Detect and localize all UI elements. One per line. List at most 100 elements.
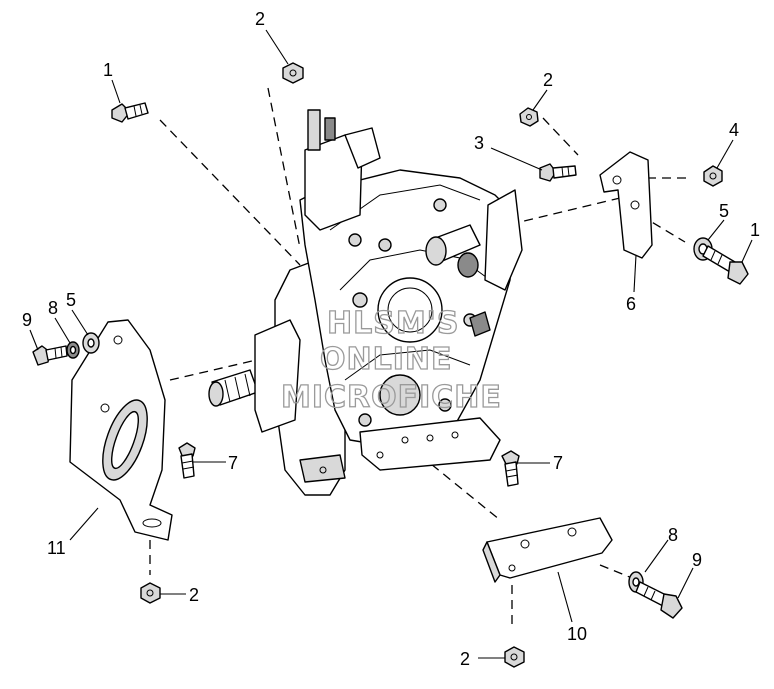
- callout-8-left: 8: [48, 298, 58, 318]
- bottom-hole-2: [426, 434, 434, 442]
- input-shaft-face: [208, 381, 224, 407]
- watermark: HLSM'S ONLINE MICROFICHE: [280, 305, 502, 415]
- callout-7-right: 7: [553, 453, 563, 473]
- leader-8-right: [644, 539, 669, 573]
- bolt-7-left: [178, 442, 196, 479]
- bottom-bracket: [359, 417, 501, 471]
- bolt-1-left: [111, 102, 149, 123]
- lower-cover: [379, 374, 421, 416]
- leader-9-left: [29, 329, 39, 351]
- right-mount-tab: [484, 189, 523, 291]
- bracket-11: [69, 319, 173, 541]
- callout-2-right: 2: [543, 70, 553, 90]
- bracket-10-plate: [486, 517, 613, 579]
- callout-1-right: 1: [750, 220, 760, 240]
- bolt-7-right: [501, 450, 520, 487]
- output-shaft-face: [425, 236, 447, 266]
- boss-2: [378, 238, 392, 252]
- watermark-line-2: ONLINE: [320, 342, 453, 377]
- bracket-10-edge: [482, 541, 501, 583]
- leader-11: [69, 507, 99, 541]
- sensor-plug: [324, 117, 336, 141]
- leader-3: [490, 147, 543, 171]
- callout-7-left: 7: [228, 453, 238, 473]
- foot-hole: [319, 466, 327, 474]
- callout-11: 11: [47, 538, 66, 558]
- spline-1: [224, 379, 231, 403]
- nut-2-top: [282, 62, 304, 84]
- align-nut-2-right: [542, 117, 579, 156]
- housing-seam-low: [344, 349, 471, 381]
- leader-6: [633, 254, 637, 293]
- bracket-6-hole-1: [612, 175, 622, 185]
- center-cover-ring: [387, 287, 433, 333]
- boss-7: [438, 398, 452, 412]
- callout-5-right: 5: [719, 201, 729, 221]
- leader-5-right: [707, 219, 725, 241]
- bracket-10-hole-2: [567, 527, 577, 537]
- bolt-9-right: [635, 581, 683, 619]
- left-flange: [254, 319, 301, 433]
- sensor-stem: [307, 109, 321, 151]
- align-bolt-9-right: [599, 564, 633, 579]
- bracket-6-hole-2: [630, 200, 640, 210]
- washer-5-left: [82, 332, 100, 354]
- leader-8-left: [54, 317, 71, 344]
- bottom-hole-4: [376, 451, 384, 459]
- center-cover: [377, 277, 443, 343]
- callout-3: 3: [474, 133, 484, 153]
- fasteners: [32, 62, 749, 668]
- nut-2-right: [519, 107, 539, 127]
- bracket-10-hole-3: [508, 564, 516, 572]
- callout-10: 10: [567, 624, 587, 644]
- leader-9-right: [677, 567, 694, 599]
- leader-10: [557, 571, 573, 623]
- spline-3: [244, 373, 251, 397]
- callout-9-left: 9: [22, 310, 32, 330]
- callout-9-right: 9: [692, 550, 702, 570]
- bolt-9-left: [32, 345, 68, 366]
- nut-2-bottom: [504, 646, 525, 668]
- leader-1-right: [741, 239, 753, 263]
- leader-2-top: [265, 29, 289, 65]
- bracket-11-hole-top: [113, 335, 123, 345]
- boss-1: [348, 233, 362, 247]
- callout-1-left: 1: [103, 60, 113, 80]
- boss-6: [358, 413, 372, 427]
- callout-6: 6: [626, 294, 636, 314]
- bracket-10: [482, 517, 613, 583]
- callout-4: 4: [729, 120, 739, 140]
- boss-4: [433, 198, 447, 212]
- washer-8-left: [66, 341, 80, 359]
- callout-2-bottom-left: 2: [189, 585, 199, 605]
- bracket-11-hole-mid: [100, 403, 110, 413]
- callout-2-bottom: 2: [460, 649, 470, 669]
- callout-8-right: 8: [668, 525, 678, 545]
- watermark-line-3: MICROFICHE: [281, 380, 502, 415]
- side-gear: [469, 311, 491, 337]
- alignment-lines: [105, 87, 690, 625]
- bottom-hole-1: [401, 436, 409, 444]
- body-mount-foot: [299, 454, 346, 483]
- bracket-6: [599, 151, 653, 259]
- leader-2-right: [532, 89, 548, 111]
- callout-5-left: 5: [66, 290, 76, 310]
- leader-5-left: [71, 309, 89, 336]
- callout-2-top: 2: [255, 9, 265, 29]
- splined-gear: [457, 252, 479, 278]
- boss-3: [352, 292, 368, 308]
- nut-4: [703, 165, 723, 187]
- bottom-hole-3: [451, 431, 459, 439]
- bolt-1-right: [702, 245, 749, 285]
- watermark-line-1: HLSM'S: [327, 306, 459, 341]
- bracket-11-slot-inner: [111, 410, 139, 470]
- bracket-6-plate: [599, 151, 653, 259]
- leader-lines: [29, 29, 753, 659]
- bracket-10-hole-1: [520, 539, 530, 549]
- connector-housing: [344, 127, 381, 169]
- bracket-11-foot-hole: [142, 518, 162, 528]
- leader-4: [716, 139, 734, 169]
- bolt-3: [539, 163, 577, 182]
- align-bracket-11: [169, 357, 266, 381]
